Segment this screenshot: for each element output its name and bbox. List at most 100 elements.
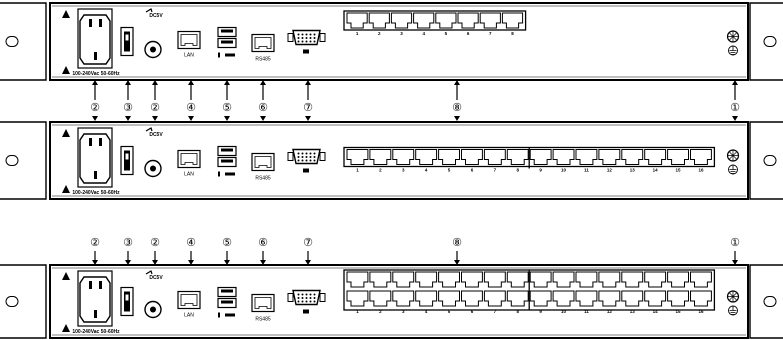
inlet-socket [79, 14, 111, 65]
rj45-port [392, 149, 415, 165]
rs485-frame [251, 152, 275, 172]
power-inlet: 100-240Vac 50-60Hz [72, 8, 120, 77]
ground-screw [726, 30, 740, 43]
mount-hole-right [763, 155, 777, 166]
port-number-label: 11 [584, 309, 589, 314]
arrow-head [152, 80, 158, 85]
port-frame [343, 10, 527, 31]
rack-ear-right [749, 264, 783, 339]
port-number-label: 3 [402, 168, 405, 173]
inlet-frame [77, 8, 113, 69]
usb-mark [218, 52, 220, 58]
rack-ear-left [0, 264, 47, 339]
port-number-label: 16 [698, 168, 704, 173]
monitor-icon [303, 168, 309, 173]
port-number-label: 11 [584, 168, 589, 173]
arrow-head [188, 80, 194, 85]
rj45-port [621, 290, 644, 307]
port-number-label: 13 [630, 168, 636, 173]
mount-hole-right [763, 296, 777, 307]
arrow-head [92, 116, 98, 121]
rj45-port [506, 290, 529, 307]
arrow-head [152, 260, 158, 265]
usb-tongue [221, 289, 233, 293]
arrow-head [454, 80, 460, 85]
vga-pin [297, 40, 300, 43]
inlet-pin [99, 281, 102, 289]
power-switch [120, 145, 134, 176]
usb-port [217, 156, 237, 168]
mount-hole-left [5, 296, 19, 307]
dc-socket [144, 40, 162, 59]
rj45-port [435, 12, 457, 29]
rj45-port [529, 149, 552, 165]
callout-vga: ⑦ [303, 237, 313, 249]
usb-tongue [221, 300, 233, 304]
vga-pin [313, 297, 316, 299]
chassis-body [49, 2, 749, 81]
port-number-label: 7 [494, 309, 497, 314]
inlet-pin [89, 19, 92, 27]
rs485-frame [251, 33, 275, 53]
callout-lan: ④ [186, 237, 196, 249]
mount-hole-left [5, 155, 19, 166]
vga-pin [301, 152, 304, 155]
port-number-label: 2 [379, 168, 382, 173]
port-number-label: 7 [489, 31, 492, 36]
power-rating-label: 100-240Vac 50-60Hz [72, 329, 120, 335]
vga-port [287, 289, 326, 314]
arrow-head [732, 80, 738, 85]
rs485-port: RS485 [251, 152, 275, 182]
vga-pin [309, 300, 312, 303]
chassis-body [49, 121, 749, 200]
dc-socket [144, 300, 162, 319]
rack-ear-left [0, 2, 47, 81]
warning-icon [62, 272, 70, 280]
port-number-label: 8 [516, 168, 519, 173]
vga-screw [287, 33, 294, 42]
arrow-head [152, 116, 158, 121]
switch-rocker [124, 150, 130, 171]
arrow-head [305, 116, 311, 121]
arrow-head [125, 80, 131, 85]
port-number-label: 10 [561, 168, 567, 173]
rj45-port [529, 271, 552, 288]
rj45-port [438, 271, 460, 288]
callout-switch: ③ [123, 237, 133, 249]
ground-symbol-ring [728, 164, 738, 175]
vga-screw [319, 293, 326, 302]
callout-ports: ⑧ [452, 237, 462, 249]
lan-port: LAN [177, 149, 201, 178]
rj45-port [575, 271, 598, 288]
port-number-label: 12 [607, 309, 613, 314]
vga-pin [301, 33, 304, 36]
port-number-label: 4 [425, 168, 428, 173]
vga-pin [313, 40, 316, 43]
callout-vga: ⑦ [303, 102, 313, 114]
arrow-head [732, 116, 738, 121]
switch-rocker [124, 31, 130, 52]
port-number-label: 16 [698, 309, 704, 314]
lan-frame [177, 290, 201, 310]
vga-pin [309, 37, 312, 39]
rj45-port [690, 271, 712, 288]
arrow-head [305, 260, 311, 265]
monitor-icon [303, 309, 309, 314]
dc-label: DC5V [149, 13, 163, 19]
chassis-body [49, 264, 749, 339]
dc-socket [144, 159, 162, 178]
port-number-label: 9 [539, 309, 542, 314]
arrow-head [92, 260, 98, 265]
port-number-label: 4 [425, 309, 428, 314]
arrow-head [188, 116, 194, 121]
vga-pin [305, 300, 308, 303]
usb-tongue [221, 40, 233, 44]
rj45-port [392, 271, 415, 288]
vga-pin [313, 156, 316, 158]
usb-port [217, 286, 237, 298]
port-number-label: 6 [471, 168, 474, 173]
